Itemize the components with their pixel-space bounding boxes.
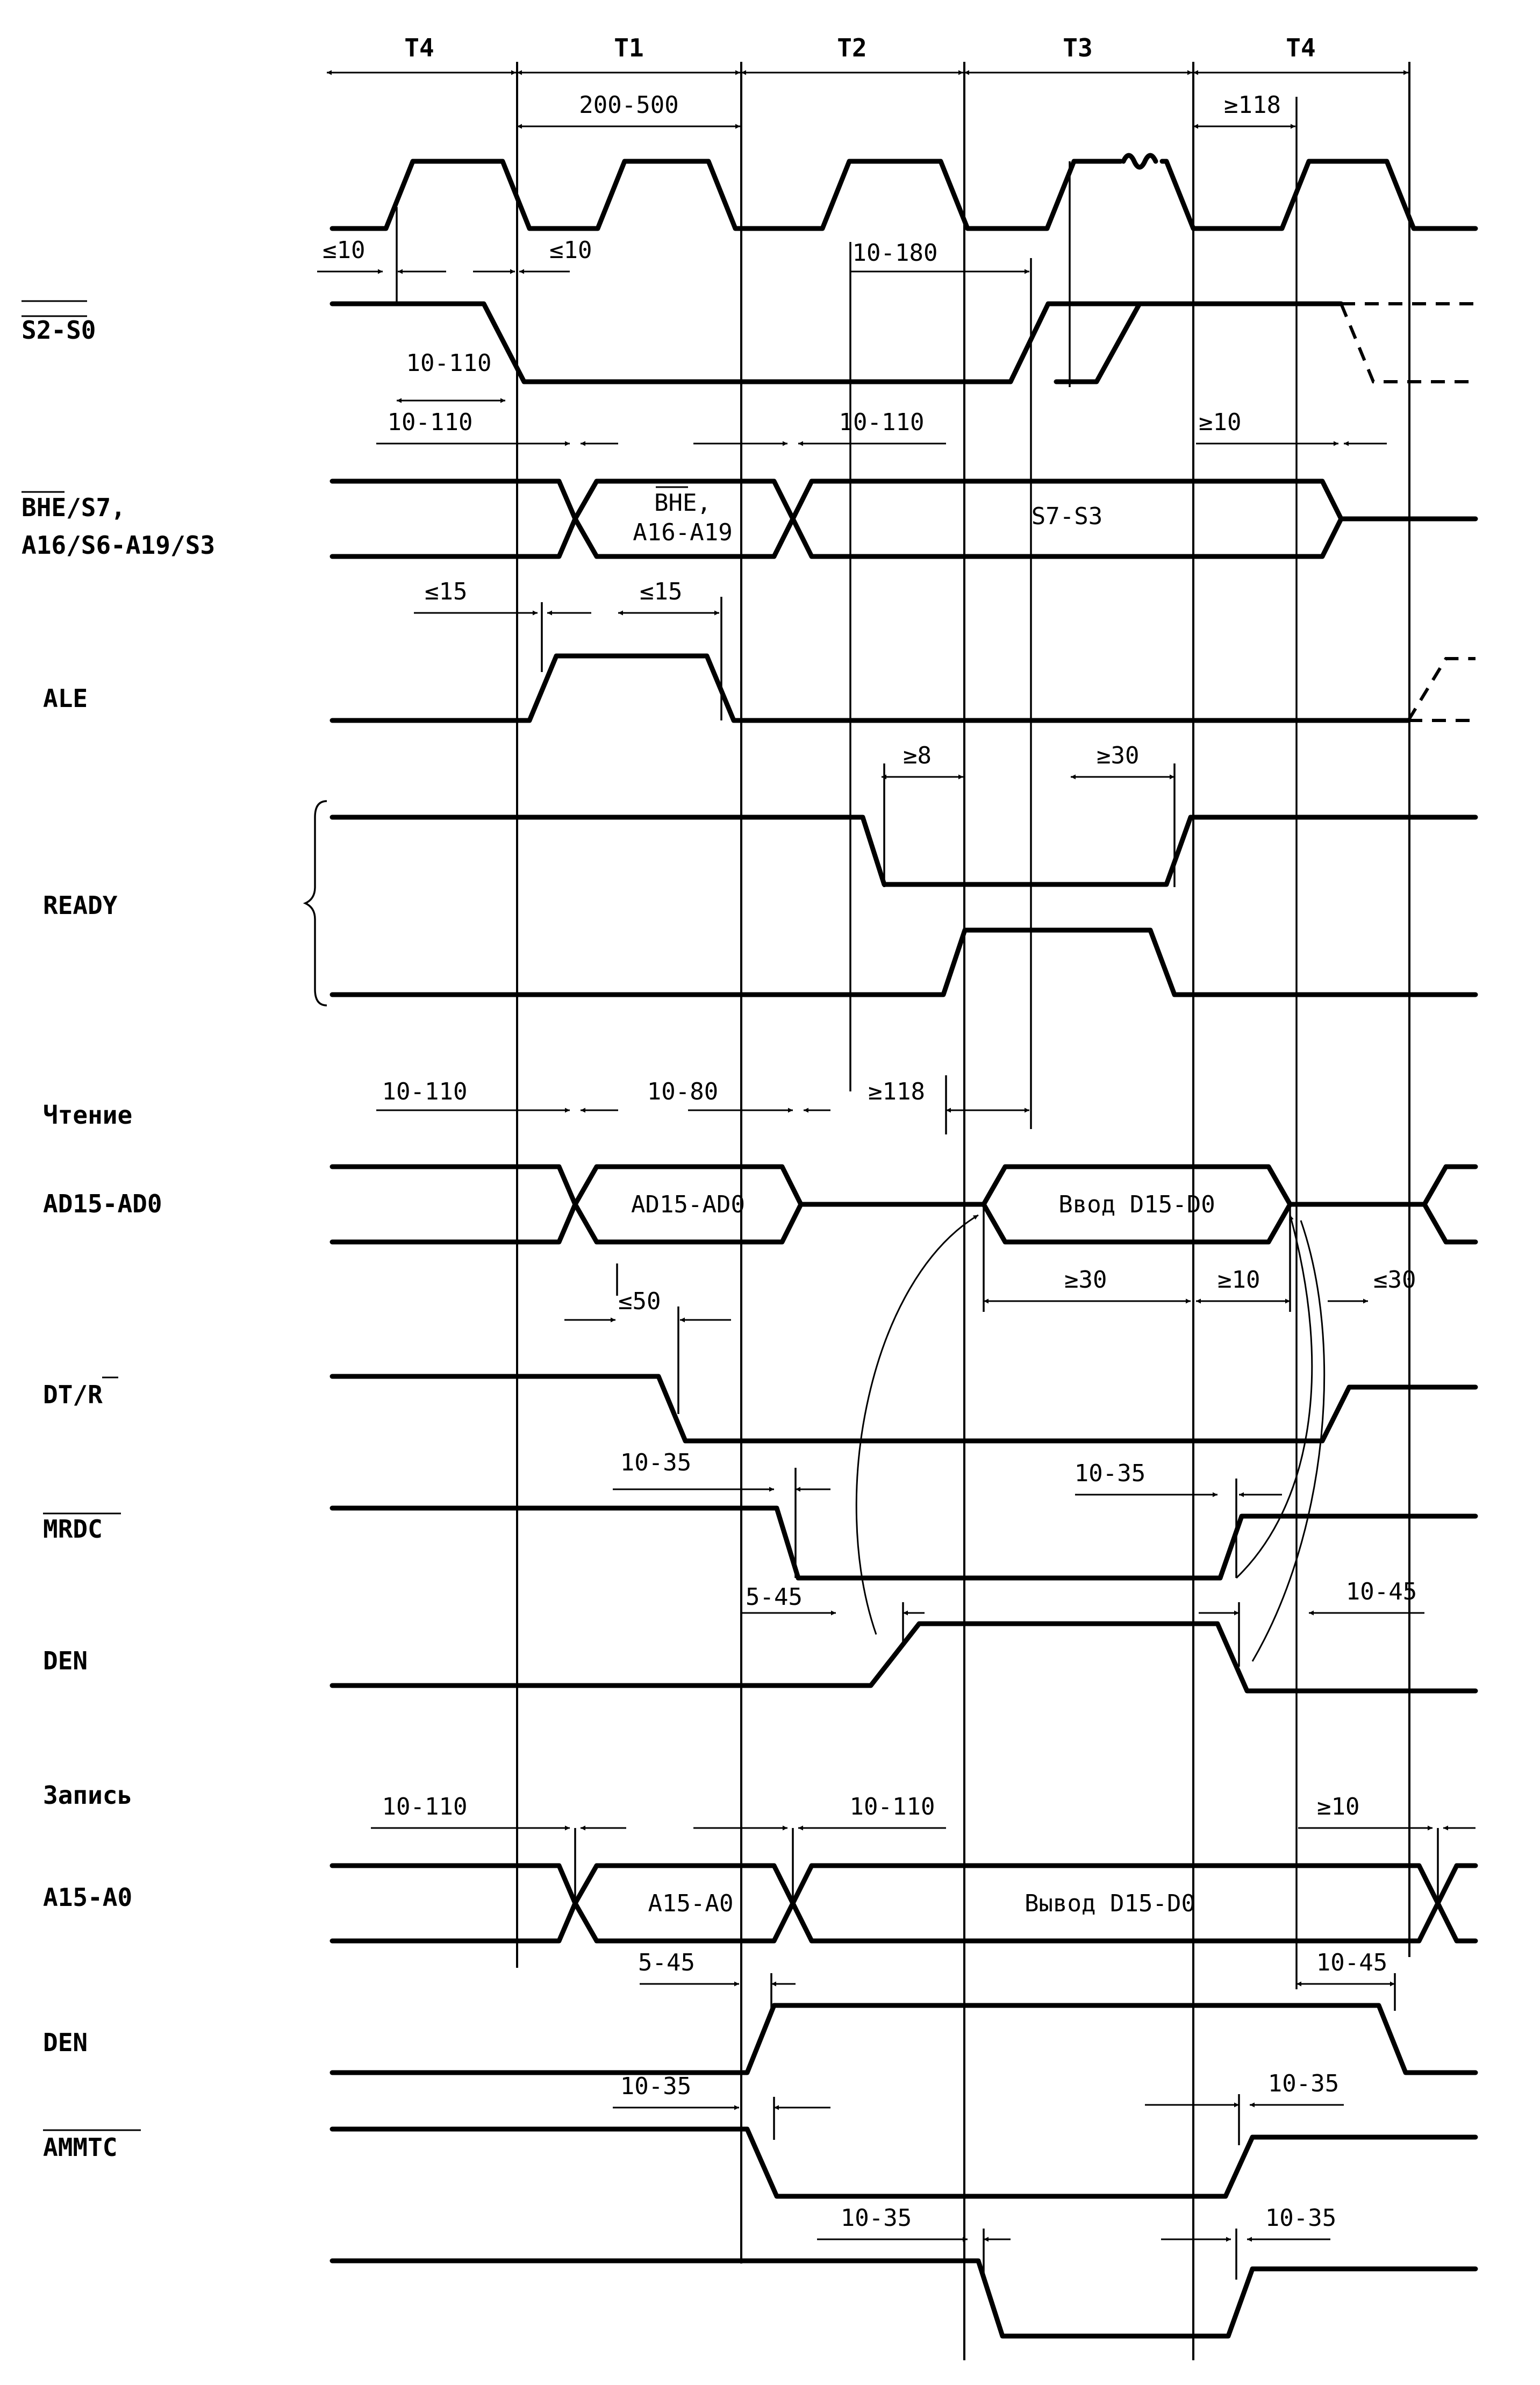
ale-le15-right-label: ≤15: [640, 578, 682, 605]
bhe-row: BHE/S7, A16/S6-A19/S3 BHE, A16-A19 S7-S3…: [22, 409, 1478, 560]
ale-label: ALE: [43, 684, 88, 713]
clock-period-label: 200-500: [579, 91, 678, 119]
a-addr-value: A15-A0: [648, 1890, 734, 1917]
ammtc-10-35-right-label: 10-35: [1268, 2070, 1339, 2097]
write-ge10-label: ≥10: [1317, 1793, 1359, 1820]
ad-read-label: AD15-AD0: [43, 1189, 162, 1218]
s2s0-10-180-label: 10-180: [853, 239, 938, 267]
ad-addr-value: AD15-AD0: [631, 1191, 745, 1218]
phase-label-t2: T2: [837, 33, 866, 62]
den-read-label: DEN: [43, 1646, 88, 1675]
bhe-label-line2: A16/S6-A19/S3: [22, 531, 215, 560]
write-den-5-45-label: 5-45: [638, 1949, 695, 1976]
last-10-35-right-label: 10-35: [1265, 2204, 1336, 2232]
ready-ge8-label: ≥8: [903, 742, 932, 769]
write-10-110-left-label: 10-110: [382, 1793, 468, 1820]
bhe-ge10-label: ≥10: [1199, 409, 1241, 436]
phase-header: T4 T1 T2 T3 T4: [327, 33, 1408, 75]
phase-label-t1: T1: [614, 33, 643, 62]
s7s3-value: S7-S3: [1032, 503, 1102, 530]
ready-row: READY ≥8 ≥30: [43, 742, 1478, 1006]
dtr-row: DT/R ≤50: [43, 1288, 1478, 1444]
write-a-row: Запись A15-A0 A15-A0 Вывод D15-D0 10-110…: [43, 1781, 1478, 1944]
input-ge30-label: ≥30: [1064, 1266, 1107, 1294]
input-le30-label: ≤30: [1373, 1266, 1416, 1294]
last-strobe-row: 10-35 10-35: [330, 2204, 1478, 2339]
bhe-label-line1: BHE/S7,: [22, 493, 126, 522]
clock-waveform: 200-500 ≥118 ≤10 ≤10: [317, 91, 1478, 274]
write-10-110-right-label: 10-110: [850, 1793, 935, 1820]
dtr-label: DT/R: [43, 1380, 103, 1409]
write-den-10-45-label: 10-45: [1316, 1949, 1387, 1976]
ad-10-110-label: 10-110: [382, 1078, 468, 1105]
write-section-label: Запись: [43, 1781, 132, 1810]
den-write-label: DEN: [43, 2028, 88, 2057]
den-10-45-label: 10-45: [1346, 1578, 1417, 1605]
input-data-value: Ввод D15-D0: [1058, 1191, 1215, 1218]
dtr-le50-label: ≤50: [618, 1288, 661, 1315]
ammtc-label: AMMTC: [43, 2133, 117, 2162]
read-ad-row: Чтение AD15-AD0 AD15-AD0 Ввод D15-D0 10-…: [43, 1078, 1478, 1312]
s2s0-row: S2-S0 10-180 10-110: [22, 239, 1475, 403]
output-data-value: Вывод D15-D0: [1025, 1890, 1195, 1917]
bhe-10-110-right-label: 10-110: [839, 409, 925, 436]
mrdc-row: MRDC 10-35 10-35: [43, 1449, 1478, 1581]
ready-label: READY: [43, 891, 118, 920]
phase-label-t3: T3: [1063, 33, 1092, 62]
clock-fall-tol-label: ≤10: [549, 237, 592, 264]
read-section-label: Чтение: [43, 1101, 132, 1130]
input-ge10-label: ≥10: [1217, 1266, 1260, 1294]
phase-boundaries: [516, 62, 1410, 2360]
bhe-10-110-left-label: 10-110: [388, 409, 473, 436]
den-write-row: DEN 5-45 10-45: [43, 1949, 1478, 2075]
mrdc-label: MRDC: [43, 1515, 103, 1544]
phase-label-t4-start: T4: [404, 33, 434, 62]
clock-t4-high-label: ≥118: [1224, 91, 1281, 119]
s2s0-label: S2-S0: [22, 316, 96, 345]
phase-label-t4-end: T4: [1286, 33, 1315, 62]
mrdc-10-35-right-label: 10-35: [1075, 1460, 1145, 1487]
ammtc-row: AMMTC 10-35 10-35: [43, 2070, 1478, 2199]
mrdc-10-35-left-label: 10-35: [620, 1449, 691, 1476]
ammtc-10-35-left-label: 10-35: [620, 2073, 691, 2100]
a-write-label: A15-A0: [43, 1883, 132, 1912]
bhe-value-line1: BHE,: [654, 489, 711, 517]
ale-le15-left-label: ≤15: [425, 578, 467, 605]
ad-10-80-label: 10-80: [647, 1078, 718, 1105]
clock-rise-tol-label: ≤10: [323, 237, 365, 264]
ad-ge118-label: ≥118: [868, 1078, 925, 1105]
ready-ge30-label: ≥30: [1097, 742, 1139, 769]
last-10-35-left-label: 10-35: [841, 2204, 912, 2232]
den-5-45-label: 5-45: [746, 1583, 803, 1611]
ale-row: ALE ≤15 ≤15: [43, 578, 1475, 723]
den-read-row: DEN 5-45 10-45: [43, 1214, 1478, 1694]
s2s0-10-110-label: 10-110: [406, 349, 492, 377]
bhe-value-line2: A16-A19: [633, 519, 732, 546]
